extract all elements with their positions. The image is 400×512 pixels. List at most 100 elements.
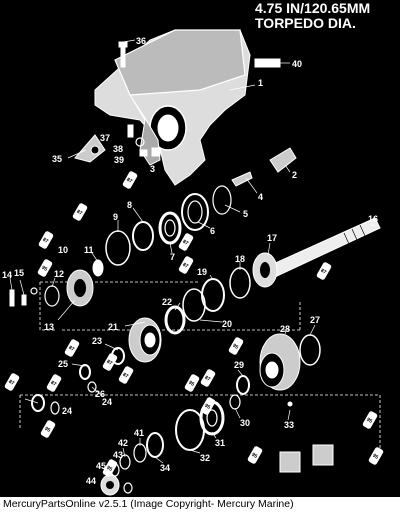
part-11-spool [92, 259, 104, 277]
part-4-pin [231, 171, 253, 187]
part-29-ring [236, 375, 250, 395]
svg-text:87: 87 [67, 345, 75, 353]
callout-7: 7 [170, 252, 175, 262]
callout-12: 12 [54, 269, 64, 279]
part-14-15-pins [9, 287, 38, 307]
callout-11: 11 [84, 245, 94, 255]
callout-2: 2 [292, 170, 297, 180]
callout-39: 39 [114, 155, 124, 165]
callout-23: 23 [92, 336, 102, 346]
callout-43: 43 [113, 450, 123, 460]
part-7-bearing [158, 211, 182, 245]
svg-text:95: 95 [43, 426, 51, 434]
callout-9: 9 [113, 212, 118, 222]
callout-40: 40 [292, 59, 302, 69]
part-8-shim [132, 221, 154, 251]
svg-text:87: 87 [203, 375, 211, 383]
part-32-cup [175, 409, 205, 451]
callout-19: 19 [197, 267, 207, 277]
callout-numbers: 1 2 3 4 5 6 7 8 9 10 11 12 13 14 15 16 1… [2, 36, 378, 486]
parts-drawing: 87 87 95 87 87 87 87 87 87 87 87 87 95 8… [2, 29, 384, 496]
callout-17: 17 [267, 233, 277, 243]
svg-text:87: 87 [181, 262, 189, 270]
callout-32: 32 [200, 453, 210, 463]
svg-text:95: 95 [105, 465, 113, 473]
part-42-washer [119, 454, 131, 470]
svg-text:87: 87 [105, 359, 113, 367]
callout-27: 27 [310, 315, 320, 325]
callout-25: 25 [58, 359, 68, 369]
part-41-washer [133, 443, 147, 463]
callout-26: 26 [95, 389, 105, 399]
leader-lines [9, 39, 375, 476]
callout-3: 3 [150, 164, 155, 174]
callout-33: 33 [284, 420, 294, 430]
callout-5: 5 [243, 209, 248, 219]
svg-text:95: 95 [231, 343, 239, 351]
parts-37-38-39 [127, 124, 161, 157]
callout-6: 6 [210, 226, 215, 236]
svg-text:87: 87 [319, 268, 327, 276]
callout-44: 44 [86, 476, 96, 486]
callout-18: 18 [235, 254, 245, 264]
callout-24-upper: 24 [102, 397, 112, 407]
svg-text:87: 87 [41, 237, 49, 245]
svg-text:95: 95 [371, 453, 379, 461]
part-5-ring [212, 185, 232, 215]
part-18-ring [229, 267, 251, 299]
callout-24-lower: 24 [62, 406, 72, 416]
callout-29: 29 [234, 360, 244, 370]
callout-41: 41 [134, 428, 144, 438]
part-21-carrier [128, 317, 162, 363]
callout-8: 8 [127, 200, 132, 210]
part-25-seal [79, 364, 91, 380]
part-24-seal-a [31, 394, 45, 412]
part-24-seal-b [50, 401, 60, 415]
image-copyright-caption: MercuryPartsOnline v2.5.1 (Image Copyrig… [0, 497, 400, 512]
callout-45: 45 [96, 461, 106, 471]
part-33-blocks [279, 401, 334, 473]
part-30-washer [229, 394, 241, 410]
callout-4: 4 [258, 192, 263, 202]
callout-10: 10 [58, 245, 68, 255]
part-44-45-nut [100, 474, 133, 496]
part-22-bearing [164, 305, 186, 335]
part-28-carrier [259, 333, 301, 391]
part-9-washer [105, 230, 131, 266]
callout-28: 28 [280, 324, 290, 334]
part-34-ring [146, 432, 164, 458]
part-20-ring [182, 288, 206, 322]
svg-text:87: 87 [121, 372, 129, 380]
part-26-ring [87, 381, 97, 393]
assembly-dashed-lines [19, 281, 381, 455]
callout-20: 20 [222, 319, 232, 329]
part-13-clutch [66, 269, 94, 307]
callout-35: 35 [52, 154, 62, 164]
callout-14: 14 [2, 270, 12, 280]
svg-text:87: 87 [181, 239, 189, 247]
part-12-ring [44, 285, 60, 307]
svg-text:87: 87 [75, 209, 83, 217]
callout-1: 1 [258, 78, 263, 88]
part-17-gear [252, 252, 278, 288]
callout-21: 21 [108, 322, 118, 332]
svg-text:95: 95 [250, 452, 258, 460]
part-27-ring [299, 334, 321, 366]
callout-38: 38 [113, 144, 123, 154]
part-6-bearing-cup [181, 193, 209, 231]
callout-37: 37 [100, 133, 110, 143]
tube-symbols: 87 87 95 87 87 87 87 87 87 87 87 87 95 8… [4, 171, 384, 477]
svg-text:95: 95 [187, 380, 195, 388]
svg-text:87: 87 [49, 380, 57, 388]
svg-text:95: 95 [365, 417, 373, 425]
callout-31: 31 [215, 438, 225, 448]
callout-15: 15 [14, 268, 24, 278]
callout-30: 30 [240, 418, 250, 428]
svg-text:95: 95 [40, 265, 48, 273]
callout-22: 22 [162, 297, 172, 307]
torpedo-dia-title-line1: 4.75 IN/120.65MM [255, 0, 371, 16]
svg-text:87: 87 [7, 379, 15, 387]
callout-42: 42 [118, 438, 128, 448]
part-2-bushing [269, 147, 297, 173]
